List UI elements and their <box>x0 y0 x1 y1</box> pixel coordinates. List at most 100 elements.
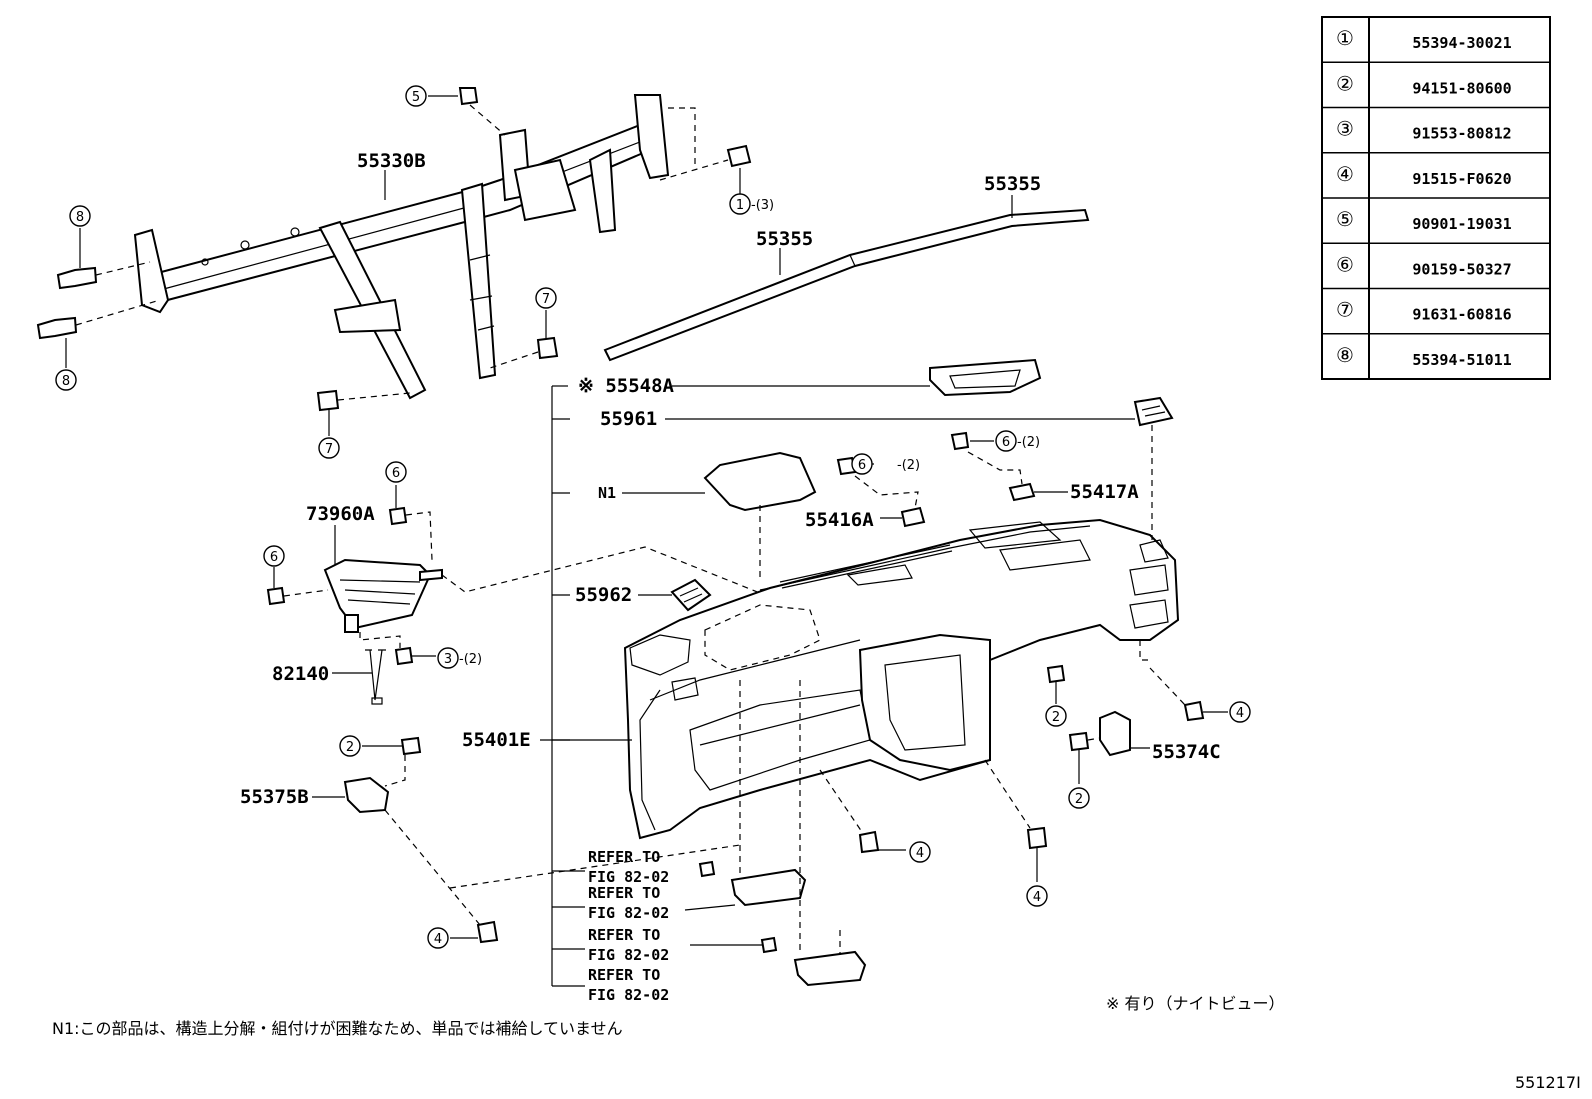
fig-ref-2: FIG 82-02 <box>588 904 669 922</box>
bracket-55417A <box>1008 482 1036 502</box>
nut-2-a <box>1046 664 1066 684</box>
lower-bracket-b <box>760 936 867 987</box>
side-vent-55961 <box>1133 396 1174 427</box>
label-55355-top: 55355 <box>984 173 1041 195</box>
label-73960A: 73960A <box>306 503 375 525</box>
label-55374C: 55374C <box>1152 741 1221 763</box>
screw-6-b <box>950 431 970 451</box>
label-55961: 55961 <box>600 408 657 430</box>
group-bracket <box>551 385 585 987</box>
clip-8-bottom <box>36 316 78 340</box>
bolt-3 <box>394 646 414 666</box>
callout-number: 2 <box>346 740 354 755</box>
label-n1: N1 <box>598 484 616 502</box>
label-55330B: 55330B <box>357 150 426 172</box>
bolt-4-right <box>1183 700 1205 722</box>
refer-to-2: REFER TO <box>588 884 660 902</box>
nut-2-b <box>1068 731 1090 752</box>
callout-number: 1 <box>736 198 744 213</box>
fig-ref-4: FIG 82-02 <box>588 986 669 1004</box>
bolt-4-lower-right <box>1026 826 1048 850</box>
screw-6-airbag-left <box>266 586 286 606</box>
callout-number: 6 <box>270 550 278 565</box>
table-index-7: ⑦ <box>1336 298 1354 322</box>
note-asterisk: ※ 有り（ナイトビュー） <box>1106 994 1285 1013</box>
fig-ref-1: FIG 82-02 <box>588 868 669 886</box>
callout-1-3: 1 <box>729 193 751 215</box>
table-index-1: ① <box>1336 26 1354 50</box>
callout-2-13: 2 <box>1045 705 1067 727</box>
clip-1 <box>726 144 752 168</box>
callout-4-14: 4 <box>1229 701 1251 723</box>
callout-8-0: 8 <box>69 205 91 227</box>
table-index-6: ⑥ <box>1336 252 1354 276</box>
callout-number: 4 <box>916 846 924 861</box>
table-code-4: 91515-F0620 <box>1412 170 1511 188</box>
callout-3-10: 3 <box>437 647 459 669</box>
screw-6-airbag-top <box>388 506 408 526</box>
callout-number: 7 <box>542 292 550 307</box>
bracket-55374C <box>1099 710 1131 757</box>
callout-number: 4 <box>1236 706 1244 721</box>
note-n1: N1:この部品は、構造上分解・組付けが困難なため、単品では補給していません <box>52 1019 623 1038</box>
bolt-7-lower <box>316 389 340 412</box>
callout-6-9: 6 <box>263 545 285 567</box>
label-55401E: 55401E <box>462 729 531 751</box>
table-code-7: 91631-60816 <box>1412 306 1511 324</box>
callout-6-7: 6 <box>995 430 1017 452</box>
table-code-6: 90159-50327 <box>1412 260 1511 278</box>
callout-4-12: 4 <box>427 927 449 949</box>
table-code-8: 55394-51011 <box>1412 351 1511 369</box>
bracket-55375B <box>343 776 390 814</box>
callout-number: 4 <box>434 932 442 947</box>
refer-to-3: REFER TO <box>588 926 660 944</box>
parts-table: ① 55394-30021 ② 94151-80600 ③ 91553-80812 ④ 915… <box>1321 16 1551 380</box>
callout-number: 6 <box>858 458 866 473</box>
airbag-module-73960A <box>323 558 443 633</box>
callout-2-11: 2 <box>339 735 361 757</box>
table-index-3: ③ <box>1336 117 1354 141</box>
bolt-4-center <box>858 830 880 854</box>
qty-6a: -(2) <box>897 458 920 473</box>
callout-7-4: 7 <box>535 287 557 309</box>
label-55416A: 55416A <box>805 509 874 531</box>
wire-harness-82140 <box>365 649 386 705</box>
bolt-5 <box>458 87 479 106</box>
bracket-55416A <box>900 506 926 528</box>
nozzle-55962 <box>670 578 712 612</box>
lower-bracket-a <box>698 860 807 907</box>
callout-number: 6 <box>1002 435 1010 450</box>
fig-ref-3: FIG 82-02 <box>588 946 669 964</box>
callout-number: 3 <box>444 652 452 667</box>
callout-number: 2 <box>1052 710 1060 725</box>
callout-number: 2 <box>1075 792 1083 807</box>
bolt-7-right <box>536 336 559 360</box>
table-index-4: ④ <box>1336 162 1354 186</box>
callout-4-17: 4 <box>1026 885 1048 907</box>
callout-6-8: 6 <box>385 461 407 483</box>
table-code-3: 91553-80812 <box>1412 125 1511 143</box>
qty-3: -(2) <box>459 652 482 667</box>
callout-7-5: 7 <box>318 437 340 459</box>
label-55355-mid: 55355 <box>756 228 813 250</box>
callout-number: 8 <box>62 374 70 389</box>
callout-2-15: 2 <box>1068 787 1090 809</box>
qty-1: -(3) <box>751 198 774 213</box>
table-code-5: 90901-19031 <box>1412 215 1511 233</box>
callout-number: 5 <box>412 90 420 105</box>
refer-to-1: REFER TO <box>588 848 660 866</box>
center-cover-55548A <box>929 358 1042 397</box>
table-code-2: 94151-80600 <box>1412 79 1511 97</box>
defroster-molding <box>603 208 1090 362</box>
table-code-1: 55394-30021 <box>1412 34 1511 52</box>
callout-number: 7 <box>325 442 333 457</box>
callout-number: 8 <box>76 210 84 225</box>
callout-4-16: 4 <box>909 841 931 863</box>
label-55375B: 55375B <box>240 786 309 808</box>
bolt-4-left <box>476 920 499 944</box>
table-index-2: ② <box>1336 71 1354 95</box>
callout-5-2: 5 <box>405 85 427 107</box>
label-55962: 55962 <box>575 584 632 606</box>
steering-support-beam <box>133 94 670 400</box>
